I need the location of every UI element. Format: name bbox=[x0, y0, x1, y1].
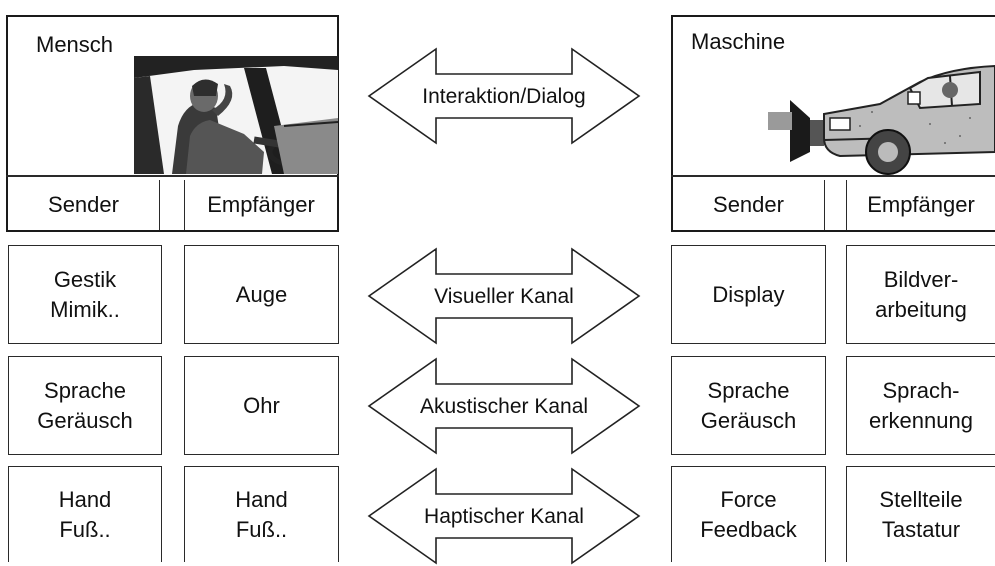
machine-title: Maschine bbox=[691, 29, 786, 54]
machine-sender-visual: Display bbox=[671, 245, 826, 344]
machine-receiver-haptic: Stellteile Tastatur bbox=[846, 466, 995, 562]
human-sender-haptic: Hand Fuß.. bbox=[8, 466, 162, 562]
human-sender-acoustic: Sprache Geräusch bbox=[8, 356, 162, 455]
human-receiver-label: Empfänger bbox=[184, 180, 337, 230]
visual-channel-label: Visueller Kanal bbox=[434, 285, 574, 308]
machine-divider-line bbox=[671, 175, 995, 177]
car-with-sensor-image bbox=[760, 48, 995, 176]
acoustic-channel-arrow: Akustischer Kanal bbox=[367, 357, 641, 455]
human-divider-line bbox=[6, 175, 339, 177]
human-receiver-visual: Auge bbox=[184, 245, 339, 344]
machine-sender-acoustic: Sprache Geräusch bbox=[671, 356, 826, 455]
human-receiver-haptic: Hand Fuß.. bbox=[184, 466, 339, 562]
machine-sender-haptic: Force Feedback bbox=[671, 466, 826, 562]
interaction-dialog-arrow: Interaktion/Dialog bbox=[367, 47, 641, 145]
machine-receiver-label: Empfänger bbox=[846, 180, 995, 230]
human-receiver-acoustic: Ohr bbox=[184, 356, 339, 455]
visual-channel-arrow: Visueller Kanal bbox=[367, 247, 641, 345]
human-sender-visual: Gestik Mimik.. bbox=[8, 245, 162, 344]
haptic-channel-label: Haptischer Kanal bbox=[424, 505, 584, 528]
interaction-dialog-label: Interaktion/Dialog bbox=[422, 85, 585, 108]
machine-receiver-acoustic: Sprach- erkennung bbox=[846, 356, 995, 455]
machine-receiver-visual: Bildver- arbeitung bbox=[846, 245, 995, 344]
acoustic-channel-label: Akustischer Kanal bbox=[420, 395, 588, 418]
human-title: Mensch bbox=[36, 32, 114, 57]
machine-sender-label: Sender bbox=[673, 180, 825, 230]
human-sender-label: Sender bbox=[8, 180, 160, 230]
driver-in-car-image bbox=[134, 56, 338, 174]
haptic-channel-arrow: Haptischer Kanal bbox=[367, 467, 641, 565]
